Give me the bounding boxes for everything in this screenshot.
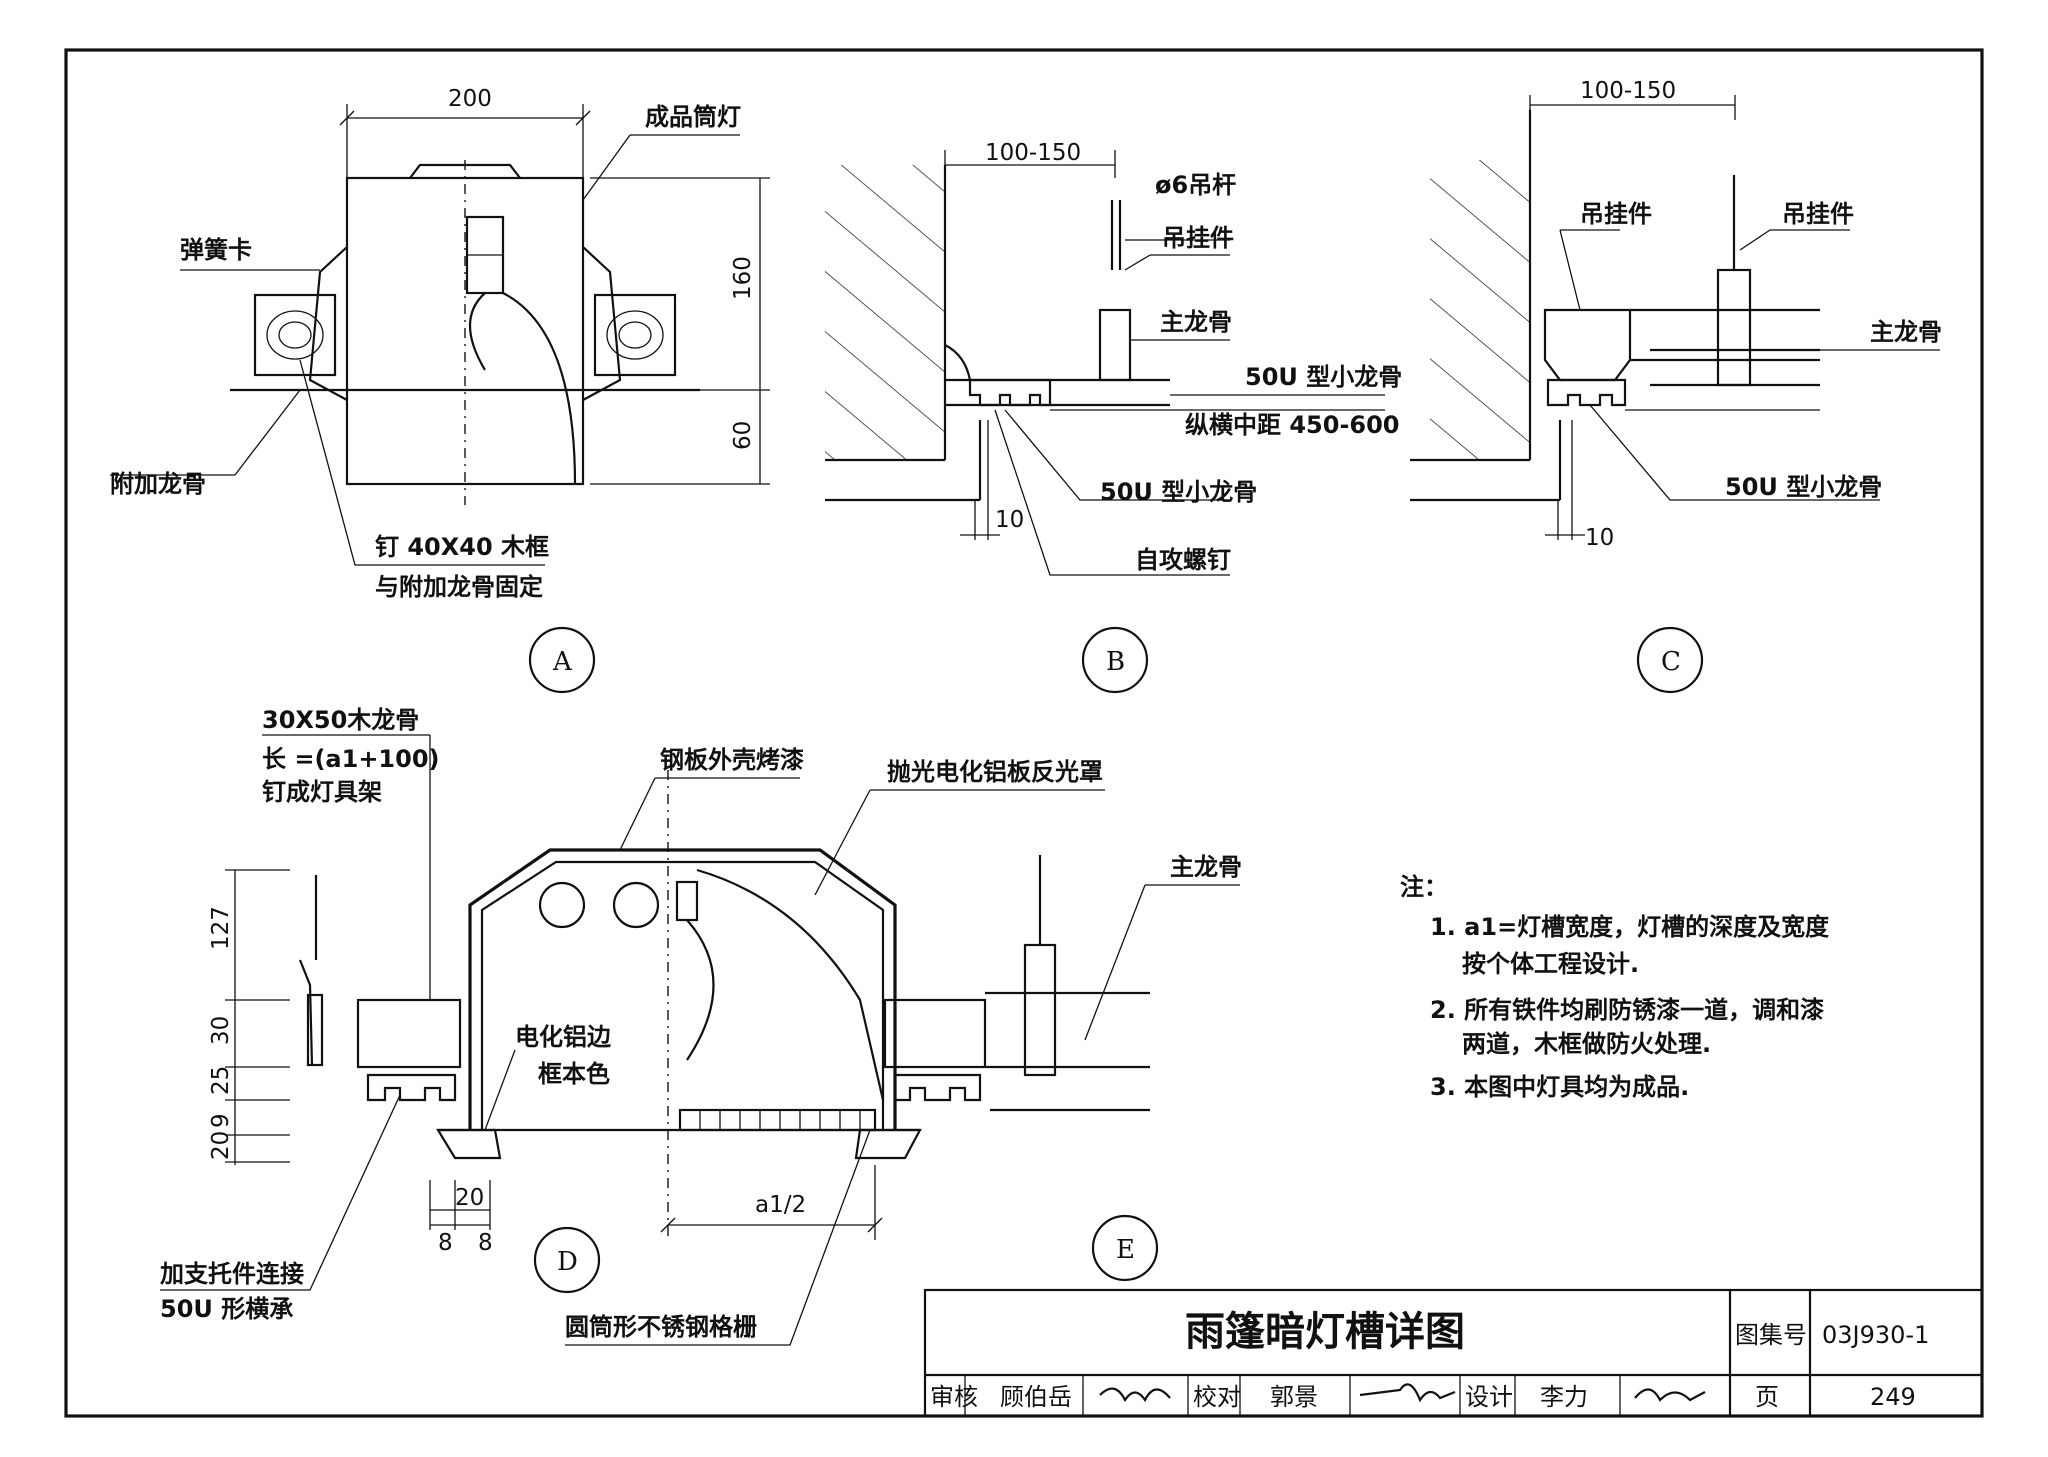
note-1-line-2: 按个体工程设计. <box>1462 950 1639 978</box>
label-b-screw: 自攻螺钉 <box>1135 546 1231 574</box>
label-b-50u-b: 50U 型小龙骨 <box>1100 478 1257 506</box>
review-label: 审核 <box>930 1383 978 1411</box>
notes-heading: 注： <box>1400 873 1448 901</box>
label-b-spacing: 纵横中距 450-600 <box>1185 411 1400 439</box>
dim-d-9: 9 <box>208 1113 234 1128</box>
dim-d-8a: 8 <box>438 1230 453 1256</box>
label-d-wood-1: 30X50木龙骨 <box>262 706 419 734</box>
label-a-spring: 弹簧卡 <box>180 236 252 264</box>
check-label: 校对 <box>1193 1383 1241 1411</box>
dim-b-10: 10 <box>995 507 1024 533</box>
check-signature <box>1359 1383 1456 1403</box>
label-b-hanger: 吊挂件 <box>1162 224 1234 252</box>
wood-joist-right <box>883 998 987 1069</box>
label-a-frame-1: 钉 40X40 木框 <box>375 533 549 561</box>
label-d-edge-1: 电化铝边 <box>515 1023 612 1051</box>
note-1-line-1: 1. a1=灯槽宽度，灯槽的深度及宽度 <box>1430 913 1830 941</box>
note-2-line-2: 两道，木框做防火处理. <box>1462 1030 1711 1058</box>
dim-c-10: 10 <box>1585 525 1614 551</box>
marker-c: C <box>1661 647 1681 677</box>
atlas-label: 图集号 <box>1735 1321 1807 1349</box>
label-b-rod: ø6吊杆 <box>1155 171 1236 199</box>
design-label: 设计 <box>1465 1383 1513 1411</box>
dim-a-160: 160 <box>730 256 756 300</box>
page-label: 页 <box>1755 1383 1779 1411</box>
detail-d-e: 127 30 25 9 20 20 8 8 a1/2 30X50木龙骨 长 =(… <box>160 706 1242 1346</box>
design-name: 李力 <box>1540 1383 1588 1411</box>
marker-b: B <box>1106 647 1125 677</box>
dim-d-127: 127 <box>208 906 234 950</box>
label-b-50u-a: 50U 型小龙骨 <box>1245 363 1402 391</box>
note-3: 3. 本图中灯具均为成品. <box>1430 1073 1689 1101</box>
label-a-frame-2: 与附加龙骨固定 <box>375 573 543 601</box>
atlas-number: 03J930-1 <box>1822 1321 1929 1349</box>
label-d-support-1: 加支托件连接 <box>160 1260 304 1288</box>
label-c-50u: 50U 型小龙骨 <box>1725 473 1882 501</box>
dim-a-60: 60 <box>730 421 756 450</box>
dim-b-width: 100-150 <box>985 140 1081 166</box>
wood-frame-left <box>253 293 337 377</box>
page-number: 249 <box>1870 1383 1916 1411</box>
dim-e-half: a1/2 <box>755 1192 806 1218</box>
label-e-shell: 钢板外壳烤漆 <box>660 746 804 774</box>
dim-d-20v: 20 <box>208 1131 234 1160</box>
label-b-main: 主龙骨 <box>1160 308 1232 336</box>
label-e-main: 主龙骨 <box>1170 853 1242 881</box>
marker-d: D <box>557 1247 578 1277</box>
label-e-grille: 圆筒形不锈钢格栅 <box>565 1313 757 1341</box>
dim-a-200: 200 <box>448 86 492 112</box>
marker-a: A <box>552 647 573 677</box>
label-d-wood-2: 长 =(a1+100) <box>262 745 440 773</box>
review-name: 顾伯岳 <box>1000 1383 1072 1411</box>
dim-d-30: 30 <box>208 1016 234 1045</box>
label-c-hanger-1: 吊挂件 <box>1580 200 1652 228</box>
label-c-hanger-2: 吊挂件 <box>1782 200 1854 228</box>
label-d-wood-3: 钉成灯具架 <box>262 778 382 806</box>
label-a-extra-joist: 附加龙骨 <box>110 470 206 498</box>
detail-c: 100-150 吊挂件 吊挂件 主龙骨 50U 型小龙骨 10 C <box>1410 78 1942 694</box>
review-signature <box>1099 1387 1171 1403</box>
dim-d-25: 25 <box>208 1066 234 1095</box>
label-c-main: 主龙骨 <box>1870 318 1942 346</box>
design-signature <box>1634 1388 1706 1402</box>
detail-a: 200 160 60 成品筒灯 弹簧卡 <box>110 86 770 694</box>
wood-joist-left <box>356 998 462 1069</box>
wood-frame-right <box>593 293 677 377</box>
title-block: 雨篷暗灯槽详图 图集号 03J930-1 页 249 审核 顾伯岳 校对 郭景 … <box>923 1288 1984 1418</box>
label-a-lamp: 成品筒灯 <box>645 103 741 131</box>
dim-d-20: 20 <box>455 1185 484 1211</box>
label-d-support-2: 50U 形横承 <box>160 1295 293 1323</box>
label-e-reflector: 抛光电化铝板反光罩 <box>887 758 1103 786</box>
detail-b: 100-150 ø6吊杆 吊挂件 主龙骨 50U 型小龙骨 纵横中距 450-6… <box>825 140 1402 694</box>
dim-c-width: 100-150 <box>1580 78 1676 104</box>
dim-d-8b: 8 <box>478 1230 493 1256</box>
notes: 注： 1. a1=灯槽宽度，灯槽的深度及宽度 按个体工程设计. 2. 所有铁件均… <box>1400 873 1830 1101</box>
marker-e: E <box>1116 1235 1135 1265</box>
title-block-title: 雨篷暗灯槽详图 <box>1185 1309 1465 1355</box>
label-d-edge-2: 框本色 <box>538 1060 610 1088</box>
note-2-line-1: 2. 所有铁件均刷防锈漆一道，调和漆 <box>1430 996 1824 1024</box>
check-name: 郭景 <box>1270 1383 1318 1411</box>
